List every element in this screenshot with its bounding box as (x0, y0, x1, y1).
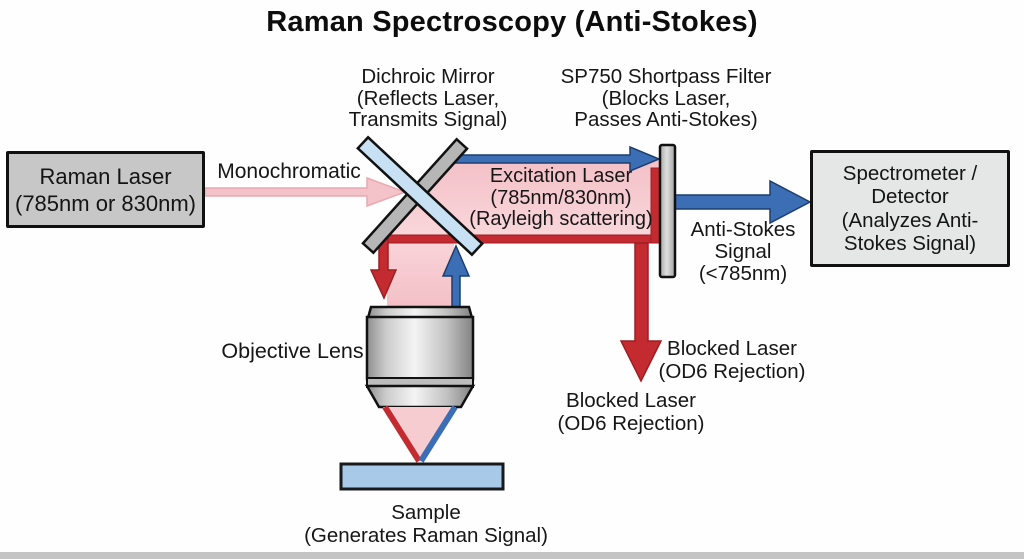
label-line: Sample (391, 501, 461, 524)
objective-lens-nose (364, 384, 476, 409)
detector-box-line: Detector (871, 185, 949, 208)
label-line: (<785nm) (698, 262, 788, 285)
label-line: (Rayleigh scattering) (469, 208, 653, 230)
label-line: (Blocks Laser, (601, 86, 731, 110)
label-line: Dichroic Mirror (361, 65, 495, 88)
beam-red-bottom-stripe (382, 234, 660, 244)
label-line: Signal (714, 240, 772, 263)
laser-box-line: Raman Laser (39, 163, 172, 189)
label-line: Excitation Laser (489, 165, 633, 187)
blocked-laser-label-left: Blocked Laser (OD6 Rejection) (553, 389, 709, 435)
focus-cone-red-edge (382, 405, 422, 463)
dichroic-mirror-label: Dichroic Mirror (Reflects Laser, Transmi… (347, 66, 509, 131)
dichroic-mirror-glass (356, 135, 484, 257)
detector-box-line: Spectrometer / (842, 161, 978, 185)
monochromatic-label: Monochromatic (210, 161, 368, 183)
label-line: Blocked Laser (667, 337, 797, 360)
detector-box-line: (Analyzes Anti- (841, 208, 979, 232)
label-line: SP750 Shortpass Filter (560, 65, 772, 88)
sample-slide (339, 462, 505, 491)
beam-blue-top-arrow (449, 145, 661, 173)
shortpass-filter-label: SP750 Shortpass Filter (Blocks Laser, Pa… (550, 66, 782, 131)
label-line: Transmits Signal) (348, 108, 508, 131)
spectrometer-detector-box: Spectrometer / Detector (Analyzes Anti- … (810, 150, 1010, 267)
anti-stokes-arrow (673, 179, 812, 225)
focus-cone-blue-edge (418, 405, 458, 463)
label-line: (OD6 Rejection) (658, 360, 806, 383)
raman-laser-box: Raman Laser (785nm or 830nm) (6, 151, 205, 228)
label-line: (OD6 Rejection) (557, 412, 705, 435)
objective-lens-body (365, 315, 475, 381)
blocked-laser-arrow (619, 242, 663, 383)
laser-box-line: (785nm or 830nm) (15, 190, 196, 216)
label-line: Passes Anti-Stokes) (574, 108, 758, 131)
label-line: Objective Lens (221, 339, 364, 363)
anti-stokes-signal-label: Anti-Stokes Signal (<785nm) (682, 219, 804, 285)
label-line: (785nm/830nm) (490, 186, 632, 209)
label-line: Blocked Laser (566, 389, 696, 412)
shortpass-filter-bar (658, 143, 677, 279)
label-line: Monochromatic (217, 160, 361, 183)
signal-up-arrow (441, 244, 471, 311)
label-line: (Reflects Laser, (356, 86, 500, 110)
objective-lens-label: Objective Lens (215, 339, 370, 363)
focus-cone (383, 407, 456, 462)
sample-label: Sample (Generates Raman Signal) (295, 501, 557, 547)
label-line: Anti-Stokes (690, 218, 796, 241)
label-line: (Generates Raman Signal) (304, 524, 548, 547)
bottom-edge-band (0, 552, 1024, 559)
monochromatic-beam-arrow (204, 176, 408, 208)
excitation-laser-label: Excitation Laser (785nm/830nm) (Rayleigh… (455, 165, 667, 231)
blocked-laser-label-right: Blocked Laser (OD6 Rejection) (656, 337, 808, 383)
detector-box-line: Stokes Signal) (843, 232, 977, 255)
diagram-title: Raman Spectroscopy (Anti-Stokes) (266, 6, 758, 38)
